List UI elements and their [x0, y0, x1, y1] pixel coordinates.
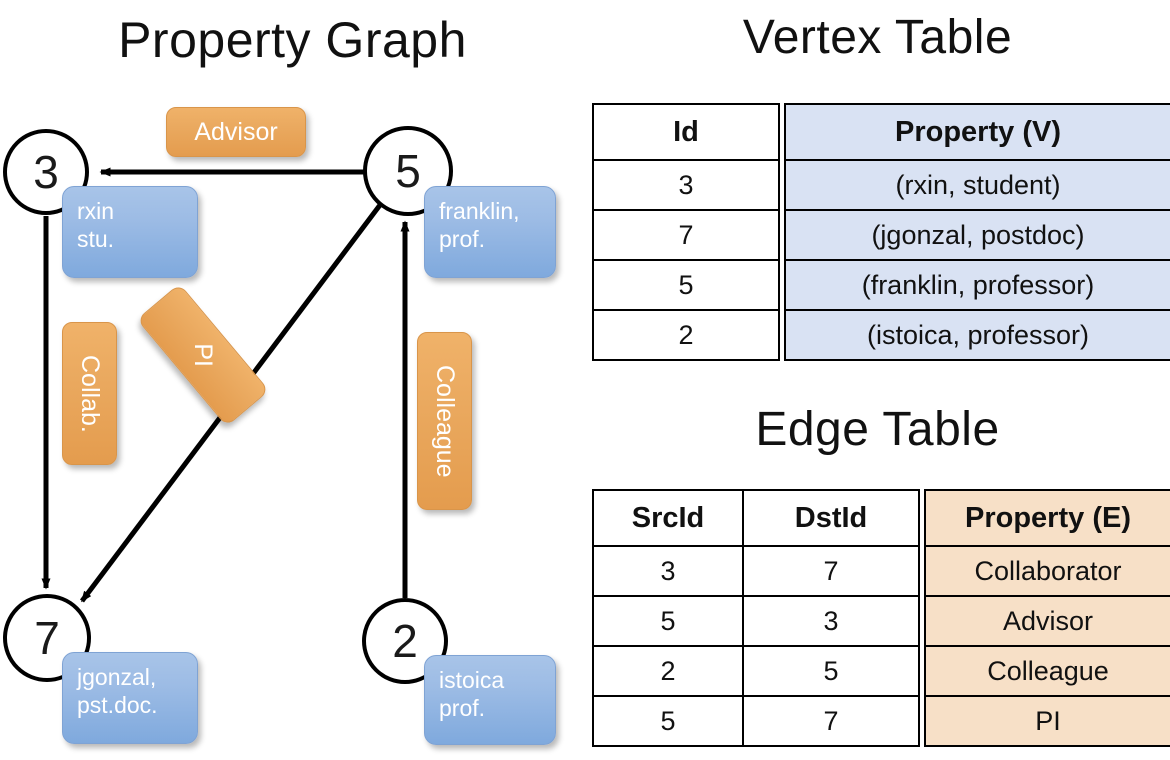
vertex-id-cell: 3: [592, 159, 780, 211]
edge-table: SrcId DstId Property (E) 3 7 Collaborato…: [592, 489, 1170, 747]
edge-dstid-cell: 7: [742, 695, 920, 747]
edge-property-cell: Colleague: [924, 645, 1170, 697]
edge-dstid-cell: 3: [742, 595, 920, 647]
edge-srcid-cell: 5: [592, 695, 744, 747]
vertex-property-line-2: prof.: [439, 226, 486, 252]
edge-label-collab: Collab.: [62, 322, 117, 465]
edge-table-header-srcid: SrcId: [592, 489, 744, 547]
vertex-node-5-label: 5: [395, 145, 421, 197]
vertex-property-line-1: franklin,: [439, 198, 520, 224]
edge-label-advisor-text: Advisor: [194, 117, 278, 146]
table-row: 3 7 Collaborator: [592, 545, 1170, 597]
vertex-property-line-2: pst.doc.: [77, 692, 158, 718]
vertex-id-cell: 7: [592, 209, 780, 261]
vertex-node-5[interactable]: 5: [363, 126, 453, 216]
vertex-property-cell: (franklin, professor): [784, 259, 1170, 311]
vertex-node-2-label: 2: [392, 615, 418, 667]
table-row: 7 (jgonzal, postdoc): [592, 209, 1170, 261]
vertex-property-line-1: rxin: [77, 198, 115, 224]
edge-label-colleague-text: Colleague: [431, 364, 459, 478]
vertex-table-header-id: Id: [592, 103, 780, 161]
vertex-id-cell: 5: [592, 259, 780, 311]
vertex-property-cell: (rxin, student): [784, 159, 1170, 211]
table-row: 5 (franklin, professor): [592, 259, 1170, 311]
table-row: 5 3 Advisor: [592, 595, 1170, 647]
edge-label-colleague: Colleague: [417, 332, 472, 510]
table-row: 5 7 PI: [592, 695, 1170, 747]
vertex-property-box-5: franklin, prof.: [424, 186, 556, 278]
vertex-node-3-label: 3: [33, 146, 59, 198]
table-row: 3 (rxin, student): [592, 159, 1170, 211]
vertex-property-cell: (istoica, professor): [784, 309, 1170, 361]
edge-dstid-cell: 5: [742, 645, 920, 697]
vertex-property-box-3: rxin stu.: [62, 186, 198, 278]
vertex-id-cell: 2: [592, 309, 780, 361]
edge-label-pi-text: PI: [189, 343, 218, 367]
page-title-vertex-table: Vertex Table: [742, 11, 1013, 64]
table-row: 2 (istoica, professor): [592, 309, 1170, 361]
edge-table-header-property: Property (E): [924, 489, 1170, 547]
vertex-property-box-2: istoica prof.: [424, 655, 556, 745]
vertex-property-line-1: jgonzal,: [77, 664, 157, 690]
edge-srcid-cell: 3: [592, 545, 744, 597]
vertex-table-header-property: Property (V): [784, 103, 1170, 161]
edge-property-cell: Advisor: [924, 595, 1170, 647]
edge-property-cell: Collaborator: [924, 545, 1170, 597]
vertex-property-line-2: prof.: [439, 695, 486, 721]
edge-table-header-row: SrcId DstId Property (E): [592, 489, 1170, 547]
page-title-property-graph: Property Graph: [118, 12, 467, 68]
vertex-property-box-7: jgonzal, pst.doc.: [62, 652, 198, 744]
vertex-property-line-2: stu.: [77, 226, 115, 252]
edge-dstid-cell: 7: [742, 545, 920, 597]
vertex-property-cell: (jgonzal, postdoc): [784, 209, 1170, 261]
table-row: 2 5 Colleague: [592, 645, 1170, 697]
vertex-property-line-1: istoica: [439, 667, 505, 693]
vertex-node-2[interactable]: 2: [362, 598, 448, 684]
edge-srcid-cell: 2: [592, 645, 744, 697]
edge-label-collab-text: Collab.: [76, 354, 104, 433]
property-graph-diagram: 3 5 7 2 rxin stu. franklin, prof. jgonza…: [3, 107, 556, 745]
vertex-table-header-row: Id Property (V): [592, 103, 1170, 161]
vertex-table: Id Property (V) 3 (rxin, student) 7 (jgo…: [592, 103, 1170, 361]
vertex-node-7-label: 7: [34, 612, 60, 664]
edge-property-cell: PI: [924, 695, 1170, 747]
page-title-edge-table: Edge Table: [755, 403, 1000, 456]
edge-srcid-cell: 5: [592, 595, 744, 647]
edge-label-advisor: Advisor: [166, 107, 306, 157]
edge-table-header-dstid: DstId: [742, 489, 920, 547]
